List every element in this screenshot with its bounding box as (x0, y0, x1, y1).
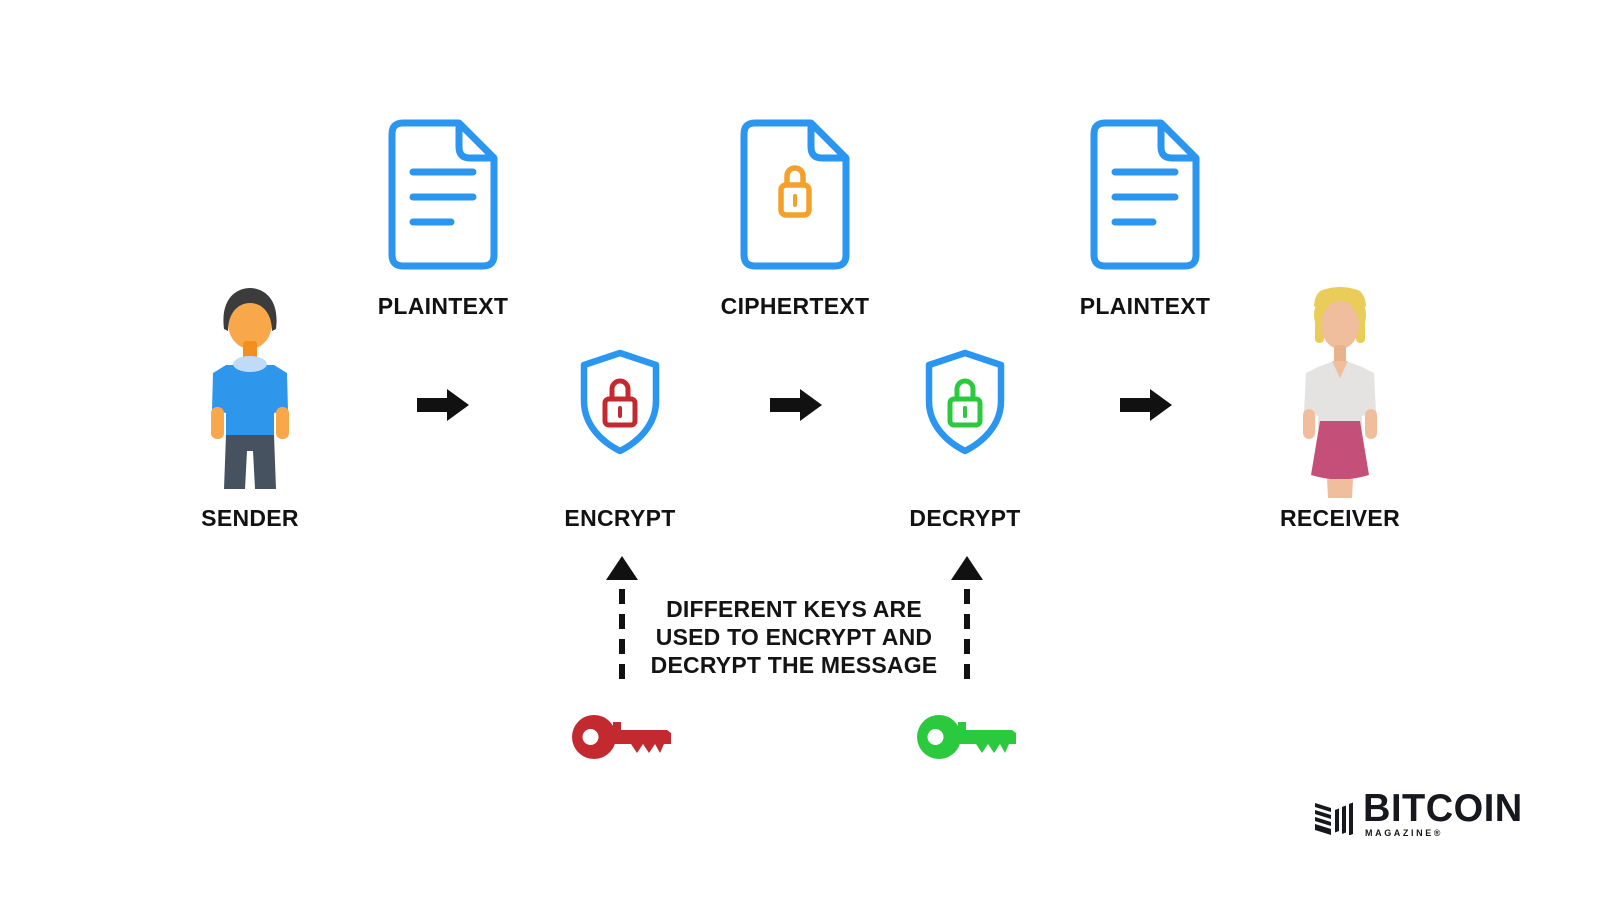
open-book-icon (1313, 799, 1353, 840)
annotation-text: DIFFERENT KEYS ARE USED TO ENCRYPT AND D… (633, 595, 955, 679)
plaintext-document-icon (383, 117, 503, 278)
plaintext-label: PLAINTEXT (1079, 293, 1211, 319)
encrypt-label: ENCRYPT (564, 505, 676, 531)
red-key-icon (570, 706, 672, 767)
arrow-right-icon (417, 387, 470, 428)
annotation-line: DIFFERENT KEYS ARE (666, 596, 922, 622)
plaintext-document-icon (1085, 117, 1205, 278)
ciphertext-document-icon (735, 117, 855, 278)
dashed-arrow-up-icon (605, 556, 639, 693)
ciphertext-label: CIPHERTEXT (720, 293, 870, 319)
arrow-right-icon (770, 387, 823, 428)
brand-title: BITCOIN (1363, 787, 1523, 831)
sender-label: SENDER (201, 505, 299, 531)
plaintext-label: PLAINTEXT (377, 293, 509, 319)
receiver-label: RECEIVER (1280, 505, 1400, 531)
brand-subtitle: MAGAZINE® (1365, 828, 1444, 838)
annotation-line: DECRYPT THE MESSAGE (650, 652, 938, 678)
arrow-right-icon (1120, 387, 1173, 428)
decrypt-shield-lock-icon (917, 349, 1013, 462)
receiver-person-icon (1290, 283, 1390, 503)
encrypt-shield-lock-icon (572, 349, 668, 462)
decrypt-label: DECRYPT (909, 505, 1021, 531)
bitcoin-magazine-logo: BITCOIN MAGAZINE® (1313, 787, 1523, 840)
annotation-line: USED TO ENCRYPT AND (655, 624, 933, 650)
green-key-icon (915, 706, 1017, 767)
dashed-arrow-up-icon (950, 556, 984, 693)
sender-person-icon (200, 283, 300, 498)
